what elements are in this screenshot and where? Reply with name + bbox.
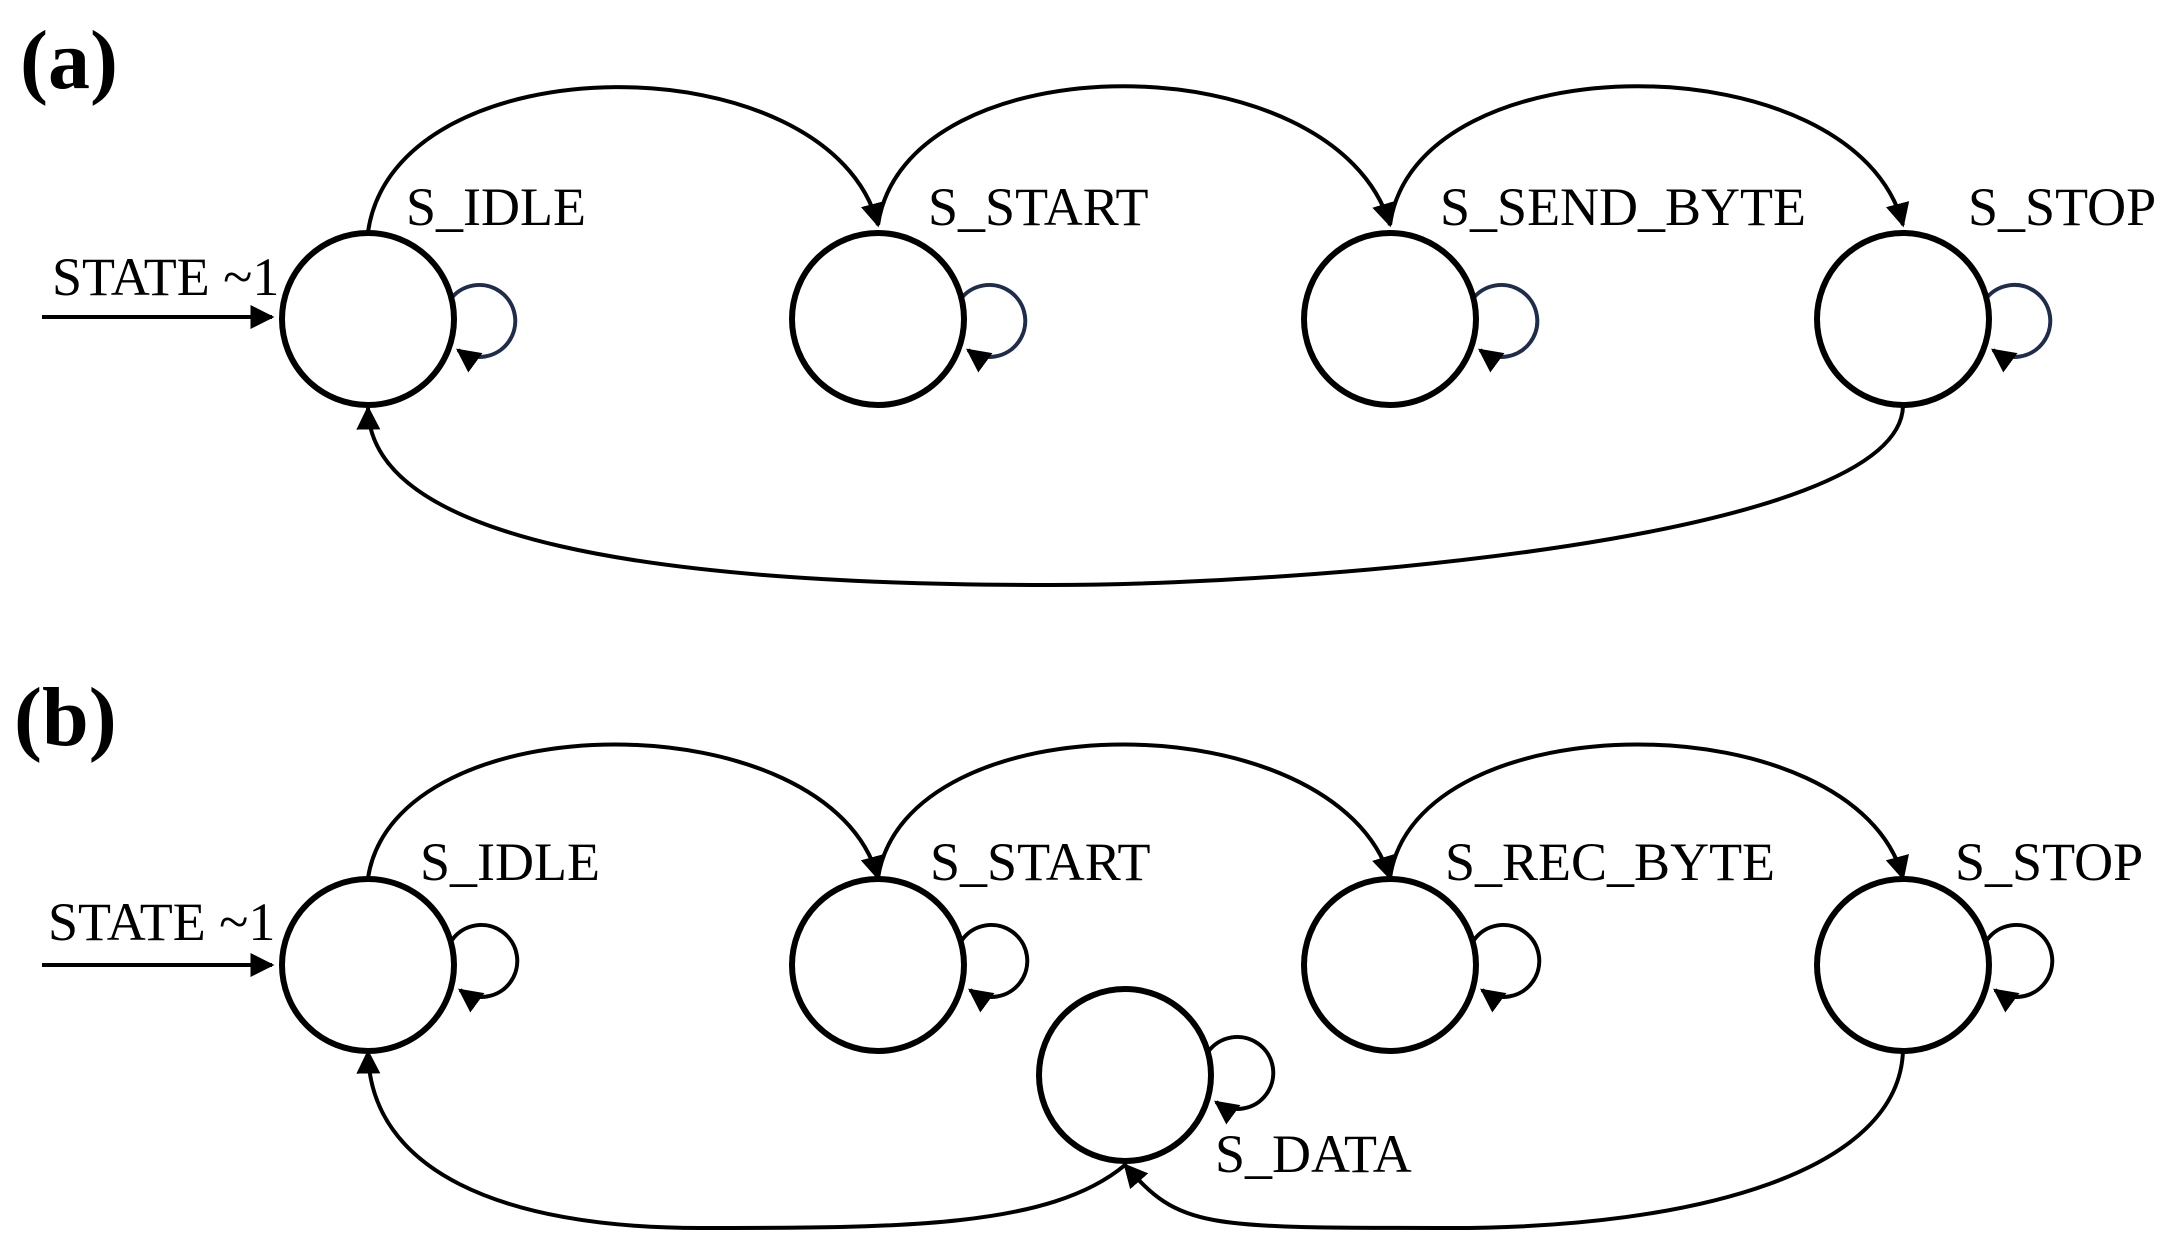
edge-b-idle-to-start xyxy=(366,742,884,881)
edge-a-start-to-send xyxy=(876,84,1396,228)
state-label-b-rec-byte: S_REC_BYTE xyxy=(1445,832,1775,892)
edge-a-idle-to-start xyxy=(366,85,885,233)
edge-b-stop-to-data xyxy=(1123,1049,1905,1231)
selfloop-a-stop xyxy=(1983,282,2053,373)
state-label-b-data: S_DATA xyxy=(1215,1124,1412,1184)
selfloop-a-start xyxy=(958,282,1028,373)
state-label-a-idle: S_IDLE xyxy=(406,177,586,237)
selfloop-b-rec xyxy=(1472,922,1542,1013)
panel-b: (b) STATE ~1 S_IDLE S_START S_REC_BYTE S… xyxy=(14,671,2143,1231)
selfloop-b-stop xyxy=(1985,922,2055,1013)
entry-label-b: STATE ~1 xyxy=(48,892,275,952)
state-a-start xyxy=(789,230,967,408)
selfloop-b-data xyxy=(1206,1034,1276,1125)
state-b-start xyxy=(789,876,967,1054)
panel-b-label: (b) xyxy=(14,671,117,764)
state-b-idle xyxy=(279,876,457,1054)
entry-label-a: STATE ~1 xyxy=(52,247,279,307)
state-b-stop xyxy=(1814,876,1992,1054)
panel-a: (a) STATE ~1 S_IDLE S_START S_SEND_BYTE … xyxy=(20,14,2156,588)
state-b-rec-byte xyxy=(1301,876,1479,1054)
selfloop-a-idle xyxy=(448,282,518,373)
edge-a-send-to-stop xyxy=(1388,84,1910,228)
state-label-b-idle: S_IDLE xyxy=(420,832,600,892)
state-label-b-stop: S_STOP xyxy=(1955,832,2143,892)
selfloop-a-send xyxy=(1470,282,1540,373)
edge-b-rec-to-stop xyxy=(1388,742,1909,881)
state-a-send-byte xyxy=(1301,230,1479,408)
selfloop-b-start xyxy=(960,922,1030,1013)
edge-b-start-to-rec xyxy=(876,742,1396,881)
state-label-a-send-byte: S_SEND_BYTE xyxy=(1440,177,1806,237)
state-b-data xyxy=(1036,986,1214,1164)
state-label-a-stop: S_STOP xyxy=(1968,177,2156,237)
selfloop-b-idle xyxy=(450,922,520,1013)
state-label-b-start: S_START xyxy=(930,832,1150,892)
panel-a-label: (a) xyxy=(20,14,118,107)
state-a-stop xyxy=(1814,230,1992,408)
state-label-a-start: S_START xyxy=(928,177,1148,237)
edge-b-data-to-idle xyxy=(356,1049,1127,1231)
edge-a-stop-to-idle xyxy=(356,405,1905,588)
state-a-idle xyxy=(279,230,457,408)
